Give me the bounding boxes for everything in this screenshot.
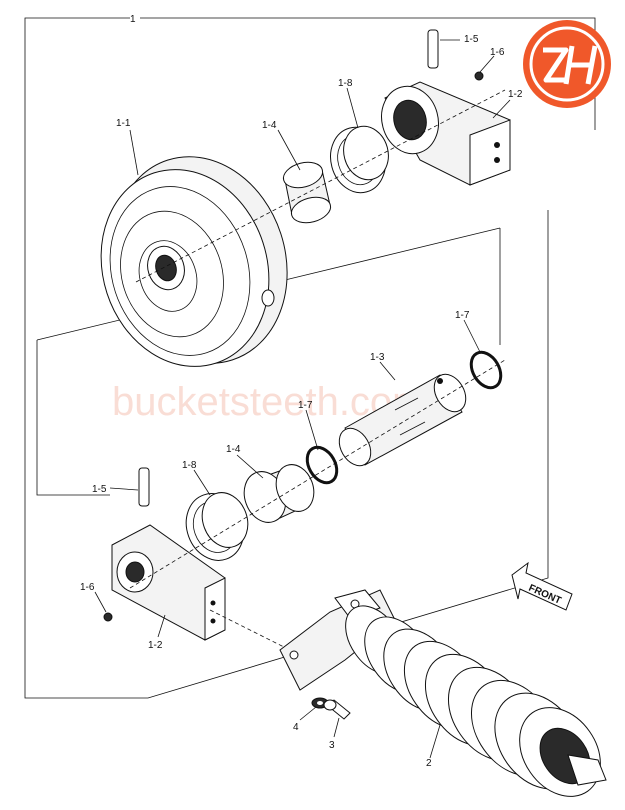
pin-top: [427, 29, 439, 69]
plug-bottom: [103, 612, 113, 622]
oring-top: [469, 350, 503, 390]
bracket-bottom: [111, 524, 226, 641]
bushing-top: [282, 161, 332, 224]
seal-bottom: [185, 492, 249, 561]
idler-wheel: [100, 156, 288, 367]
callout-bushing-bottom: 1-4: [226, 444, 241, 455]
recoil-spring: [279, 589, 607, 797]
callout-idler-wheel: 1-1: [116, 118, 131, 129]
zh-logo: [523, 20, 611, 108]
bushing-bottom: [243, 464, 315, 523]
callout-pin-bottom: 1-5: [92, 484, 107, 495]
callout-bracket-bottom: 1-2: [148, 640, 163, 651]
alignment-lines: [129, 89, 506, 651]
leader-lines: [94, 39, 511, 759]
callout-oring-top: 1-7: [455, 310, 470, 321]
callout-bolt: 3: [329, 740, 335, 751]
callout-pin-top: 1-5: [464, 34, 479, 45]
seal-top: [330, 125, 389, 194]
bolt: [323, 699, 351, 720]
callout-seal-bottom: 1-8: [182, 460, 197, 471]
callout-shaft: 1-3: [370, 352, 385, 363]
callout-bushing-top: 1-4: [262, 120, 277, 131]
oring-mid: [305, 445, 339, 485]
bracket-top: [381, 81, 511, 186]
callout-assembly: 1: [130, 14, 136, 25]
callout-recoil-spring: 2: [426, 758, 432, 769]
callout-plug-top: 1-6: [490, 47, 505, 58]
plug-top: [474, 71, 484, 81]
callout-bracket-top: 1-2: [508, 89, 523, 100]
callout-washer: 4: [293, 722, 299, 733]
callout-labels: 1 1-1 1-4 1-8 1-5 1-6 1-2 1-3 1-7 1-7 1-…: [80, 14, 523, 769]
callout-seal-top: 1-8: [338, 78, 353, 89]
front-arrow: FRONT: [511, 561, 573, 611]
callout-plug-bottom: 1-6: [80, 582, 95, 593]
pin-bottom: [138, 467, 150, 507]
callout-oring-mid: 1-7: [298, 400, 313, 411]
